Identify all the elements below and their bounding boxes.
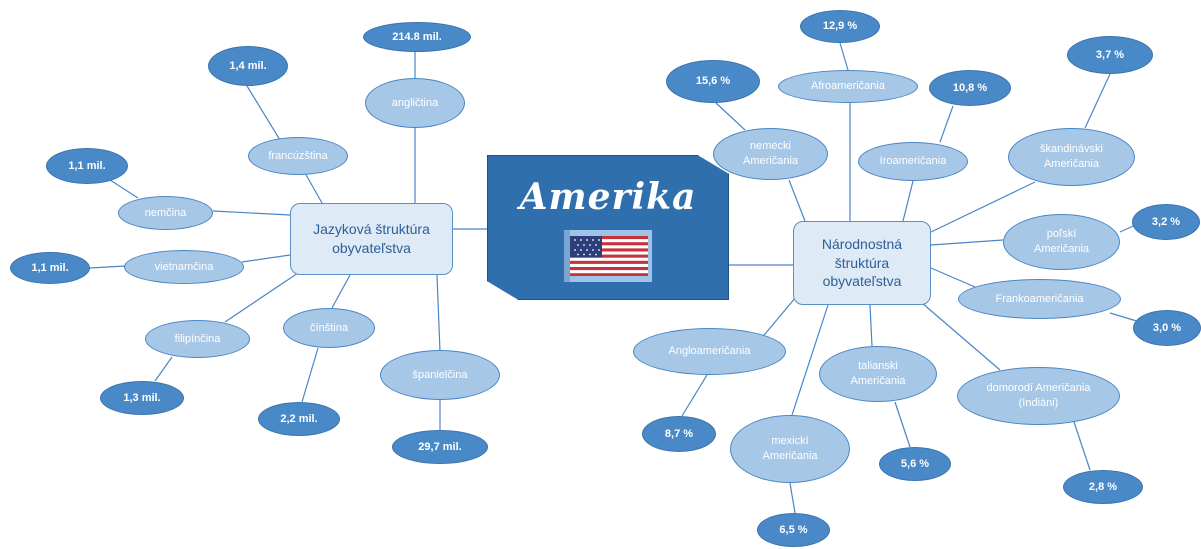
language-english[interactable]: angličtina [365,78,465,128]
value-irish-american: 10,8 % [929,70,1011,106]
value-filipino: 1,3 mil. [100,381,184,415]
language-filipino[interactable]: filipínčina [145,320,250,358]
link-nat-3 [902,180,914,222]
us-flag-icon [564,230,652,282]
value-vietnamese: 1,1 mil. [10,252,90,284]
language-structure-hub[interactable]: Jazyková štruktúra obyvateľstva [290,203,453,275]
value-english: 214.8 mil. [363,22,471,52]
link-nat-5 [930,239,1004,246]
nationality-african-american[interactable]: Afroameričania [778,70,918,103]
link-nat-9 [791,304,829,416]
language-chinese[interactable]: čínština [283,308,375,348]
language-french[interactable]: francúzština [248,137,348,175]
nationality-french-american[interactable]: Frankoameričania [958,279,1121,319]
link-lang-5 [224,272,299,323]
center-title: Amerika [519,176,697,218]
language-spanish[interactable]: španielčina [380,350,500,400]
link-nat-val-9 [789,482,796,514]
nationality-polish-american[interactable]: poľskí Američania [1003,214,1120,270]
link-nat-7 [921,302,1001,371]
value-mexican-american: 6,5 % [757,513,830,547]
link-nat-val-1 [839,42,849,71]
value-anglo-american: 8,7 % [642,416,716,452]
link-lang-val-3 [106,177,139,199]
link-nat-4 [930,181,1036,233]
value-german: 1,1 mil. [46,148,128,184]
link-nat-8 [869,304,873,347]
link-nat-val-2 [715,102,746,131]
nationality-mexican-american[interactable]: mexickí Američania [730,415,850,483]
language-vietnamese[interactable]: vietnamčina [124,250,244,284]
link-nat-val-4 [1084,73,1111,129]
link-lang-4 [241,254,291,263]
value-scandinavian-american: 3,7 % [1067,36,1153,74]
link-nat-10 [759,296,797,341]
value-chinese: 2,2 mil. [258,402,340,436]
nationality-anglo-american[interactable]: Angloameričania [633,328,786,375]
nationality-scandinavian-american[interactable]: škandinávski Američania [1008,128,1135,186]
link-lang-val-6 [301,347,319,403]
value-african-american: 12,9 % [800,10,880,43]
link-lang-val-5 [154,356,173,382]
link-lang-val-2 [246,85,281,141]
language-german[interactable]: nemčina [118,196,213,230]
nationality-structure-hub[interactable]: Národnostná štruktúra obyvateľstva [793,221,931,305]
value-polish-american: 3,2 % [1132,204,1200,240]
nationality-irish-american[interactable]: Iroameričania [858,142,968,181]
value-german-american: 15,6 % [666,60,760,103]
center-topic[interactable]: Amerika [487,155,729,300]
link-lang-2 [304,172,323,204]
value-italian-american: 5,6 % [879,447,951,481]
link-nat-2 [788,179,806,222]
link-lang-7 [436,274,441,353]
nationality-italian-american[interactable]: talianski Američania [819,346,937,402]
link-lang-val-4 [89,265,126,269]
link-lang-6 [331,274,351,309]
value-french-american: 3,0 % [1133,310,1201,346]
link-nat-6 [930,267,976,288]
value-french: 1,4 mil. [208,46,288,86]
link-nat-val-10 [681,374,708,417]
value-native-american: 2,8 % [1063,470,1143,504]
link-lang-3 [212,210,291,216]
nationality-german-american[interactable]: nemecki Američania [713,128,828,180]
nationality-native-american[interactable]: domorodí Američania (Indiáni) [957,367,1120,425]
link-nat-val-8 [894,401,911,448]
link-nat-val-3 [939,105,954,143]
value-spanish: 29,7 mil. [392,430,488,464]
